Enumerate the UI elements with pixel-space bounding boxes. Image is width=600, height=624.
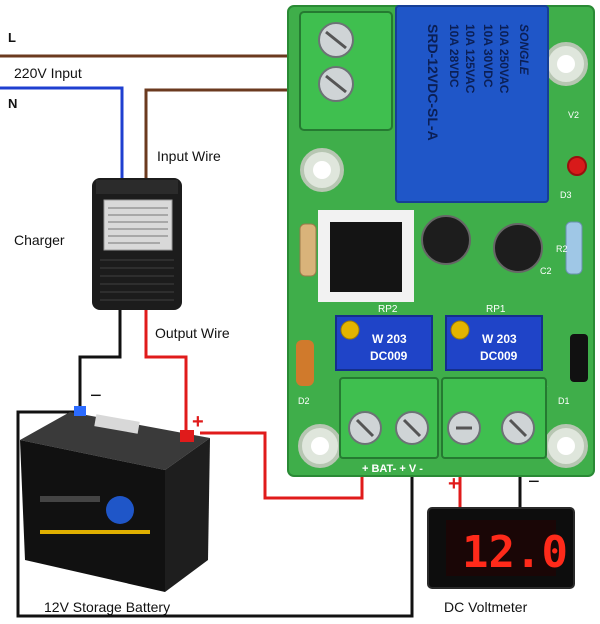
battery-negative-terminal [74, 406, 86, 416]
input-wire-label: Input Wire [157, 148, 221, 164]
battery-top-sticker [94, 414, 140, 434]
bat-plus-screw-slot [355, 418, 375, 438]
rp2-sub: DC009 [370, 349, 408, 363]
ac-input-label: 220V Input [14, 65, 82, 81]
c2-label: C2 [540, 266, 552, 276]
battery-label: 12V Storage Battery [44, 599, 170, 615]
relay-rating-3: 10A 125VAC [463, 24, 477, 94]
storage-battery [20, 406, 210, 592]
charger-control-board: SONGLE 10A 250VAC 10A 30VDC 10A 125VAC 1… [287, 5, 595, 477]
diode-left [296, 340, 314, 386]
diode-right [570, 334, 588, 382]
potentiometer-rp1: W 203 DC009 RP1 [445, 304, 543, 371]
bat-negative-wire [16, 410, 414, 618]
relay-brand: SONGLE [517, 24, 531, 76]
charger-label: Charger [14, 232, 65, 248]
voltmeter-label: DC Voltmeter [444, 599, 528, 615]
terminal-markings: + BAT- + V - [362, 463, 423, 475]
bat-positive-wire [200, 431, 364, 500]
capacitor-2 [493, 223, 543, 273]
line-n-wire [0, 86, 124, 182]
rp2-label: RP2 [378, 304, 398, 315]
rp1-code: W 203 [482, 332, 517, 346]
status-led [567, 156, 587, 176]
ic-body [330, 222, 402, 292]
bat-minus-screw-slot [402, 418, 422, 438]
battery-label-stripe [40, 496, 100, 502]
charger-ribs [100, 259, 174, 301]
output-terminal-blocks: + BAT- + V - [339, 377, 547, 475]
rp1-sub: DC009 [480, 349, 518, 363]
d1-label: D1 [558, 396, 570, 406]
resistor-left [299, 223, 317, 277]
ac-screw-top-slot [325, 30, 347, 50]
relay-body [395, 5, 549, 203]
battery-side [165, 438, 210, 592]
d3-label: D3 [560, 190, 572, 200]
battery-top [20, 412, 210, 470]
d2-label: D2 [298, 396, 310, 406]
meter-plus-sign: + [448, 473, 460, 495]
battery-positive-terminal [180, 430, 194, 442]
relay-rating-4: 10A 28VDC [447, 24, 461, 88]
line-l-label: L [8, 30, 16, 45]
sticker-lines [108, 207, 168, 244]
relay-rating-1: 10A 250VAC [497, 24, 511, 94]
dc-voltmeter: 12.0 [427, 507, 575, 589]
ac-screw-bottom-slot [325, 74, 347, 94]
dc-wires [16, 305, 522, 618]
rp1-label: RP1 [486, 304, 506, 315]
rp1-screw [450, 320, 470, 340]
relay: SONGLE 10A 250VAC 10A 30VDC 10A 125VAC 1… [395, 5, 549, 203]
v-minus-screw-slot [508, 418, 528, 438]
ac-terminal-block [299, 11, 393, 131]
v2-label: V2 [568, 110, 579, 120]
line-n-label: N [8, 96, 17, 111]
r2-label: R2 [556, 244, 568, 254]
voltmeter-display [446, 520, 556, 576]
charger-vents [96, 180, 178, 194]
relay-model: SRD-12VDC-SL-A [425, 24, 441, 141]
meter-minus-sign: − [528, 471, 540, 493]
potentiometer-rp2: W 203 DC009 RP2 [335, 304, 433, 371]
mount-hole-bl-center [311, 437, 329, 455]
mount-hole-tr-center [557, 55, 575, 73]
ac-wires [0, 54, 300, 182]
capacitor-1 [421, 215, 471, 265]
output-wire-label: Output Wire [155, 325, 230, 341]
resistor-right [565, 221, 583, 275]
input-wire [144, 88, 300, 182]
mount-hole-br-center [557, 437, 575, 455]
battery-plus-sign: + [192, 411, 204, 433]
ic-chip [318, 210, 414, 302]
mount-hole-tl-center [313, 161, 331, 179]
voltmeter-reading: 12.0 [462, 527, 568, 578]
charger-transformer [92, 178, 182, 310]
rp2-code: W 203 [372, 332, 407, 346]
charger-positive-wire [144, 305, 188, 433]
battery-minus-sign: − [90, 385, 102, 407]
battery-logo [106, 496, 134, 524]
battery-warning-stripe [40, 530, 150, 534]
rp2-screw [340, 320, 360, 340]
battery-front [20, 440, 165, 592]
relay-rating-2: 10A 30VDC [481, 24, 495, 88]
charger-negative-wire [78, 305, 122, 418]
